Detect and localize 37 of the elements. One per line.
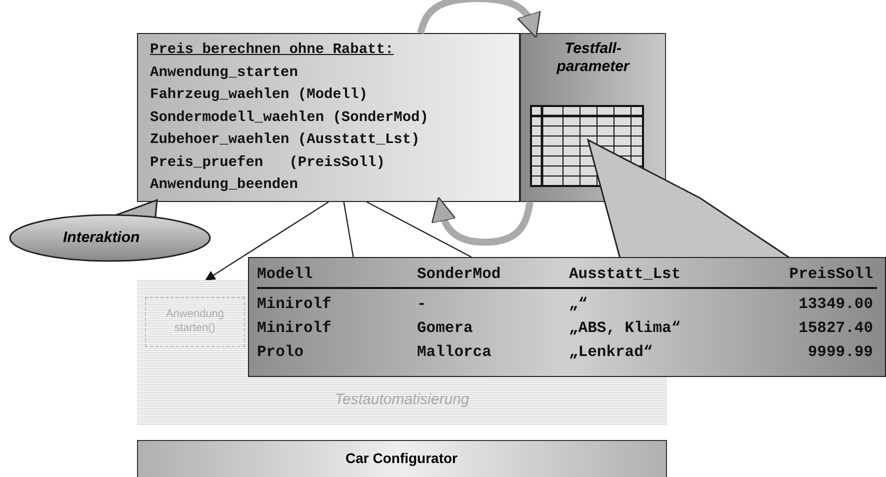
arrow bbox=[205, 202, 329, 281]
table-cell: Gomera bbox=[417, 319, 473, 337]
table-cell: „ABS, Klima“ bbox=[569, 319, 681, 337]
table-cell-text: 15827.40 bbox=[798, 319, 873, 337]
column-header: PreisSoll bbox=[788, 265, 873, 283]
bubble-text: Interaktion bbox=[63, 229, 140, 246]
table-cell: - bbox=[417, 295, 426, 313]
table-cell: „Lenkrad“ bbox=[569, 343, 653, 361]
script-line: Preis_pruefen (PreisSoll) bbox=[150, 154, 385, 170]
column-header: Modell bbox=[257, 265, 313, 283]
table-cell: Minirolf bbox=[257, 319, 332, 337]
table-cell: Minirolf bbox=[257, 295, 332, 313]
action-box bbox=[145, 297, 245, 347]
script-line: Anwendung_starten bbox=[150, 64, 298, 80]
bar-title: Car Configurator bbox=[344, 450, 458, 466]
cycle-arrow bbox=[417, 0, 541, 38]
script-line: Anwendung_beenden bbox=[150, 177, 298, 193]
column-header: SonderMod bbox=[417, 265, 501, 283]
script-line: Sondermodell_waehlen (SonderMod) bbox=[150, 110, 428, 126]
table-cell: Prolo bbox=[257, 343, 304, 361]
panel-title: Testfall-parameter bbox=[556, 40, 631, 76]
system-bar bbox=[137, 440, 667, 477]
script-line: Fahrzeug_waehlen (Modell) bbox=[150, 87, 368, 103]
script-heading: Preis berechnen ohne Rabatt: bbox=[150, 42, 394, 58]
script-box bbox=[137, 33, 520, 202]
connector-line bbox=[366, 201, 472, 258]
table-cell-text: 13349.00 bbox=[798, 295, 873, 313]
cycle-arrow bbox=[431, 196, 534, 246]
table-cell-text: 9999.99 bbox=[806, 343, 873, 361]
table-cell: „“ bbox=[569, 295, 588, 313]
column-header: Ausstatt_Lst bbox=[569, 265, 681, 283]
parameter-table-tooltip bbox=[248, 257, 886, 377]
action-text: Anwendung starten() bbox=[164, 307, 226, 335]
connector-line bbox=[343, 202, 354, 258]
script-line: Zubehoer_waehlen (Ausstatt_Lst) bbox=[150, 132, 420, 148]
table-cell: Mallorca bbox=[417, 343, 492, 361]
layer-title: Testautomatisierung bbox=[334, 391, 470, 408]
